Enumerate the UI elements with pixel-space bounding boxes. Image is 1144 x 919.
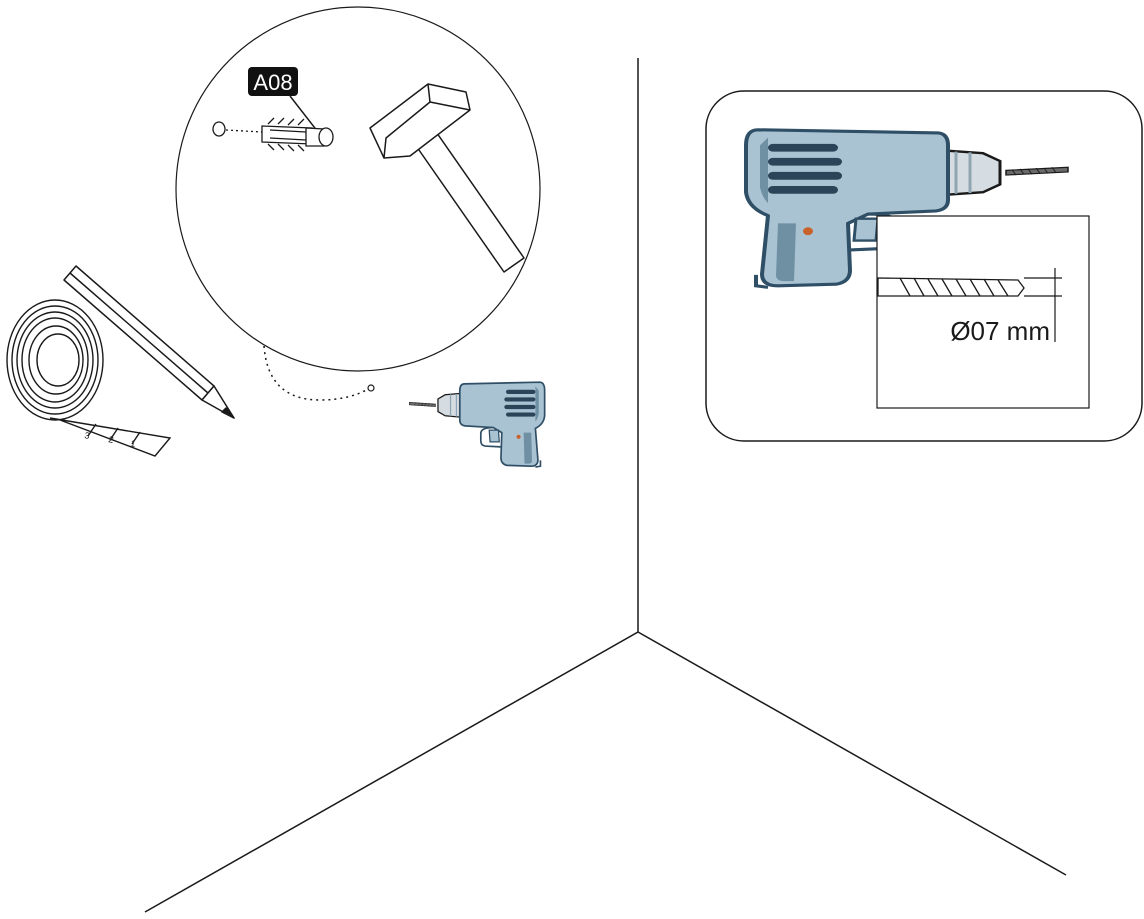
drill-bit-detail: Ø07 mm xyxy=(876,215,1090,409)
power-drill-icon-small xyxy=(408,381,546,468)
tape-measure-icon: 3 2 1 xyxy=(6,299,172,457)
pencil-icon xyxy=(63,265,235,419)
drill-bit-icon xyxy=(877,277,1025,297)
drill-bit-diameter-label: Ø07 mm xyxy=(950,316,1050,346)
tape-mark-1: 1 xyxy=(130,438,137,449)
drill-point-marker xyxy=(367,384,375,392)
zoom-circle xyxy=(175,6,541,372)
zoom-leader-line xyxy=(263,345,371,401)
diameter-dimension xyxy=(1024,268,1062,342)
tape-mark-3: 3 xyxy=(84,430,91,441)
room-corner xyxy=(144,58,1067,913)
wall-anchor-icon xyxy=(212,117,334,152)
hammer-icon xyxy=(369,83,525,273)
part-tag-label: A08 xyxy=(253,70,292,95)
tape-mark-2: 2 xyxy=(108,434,115,445)
part-tag-a08: A08 xyxy=(248,67,319,133)
